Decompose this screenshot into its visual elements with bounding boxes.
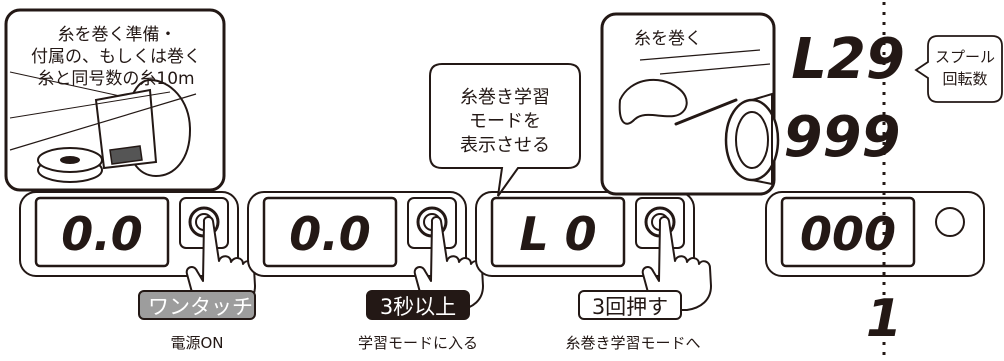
inset-wind-title: 糸を巻く <box>634 29 702 49</box>
inset-prepare-image <box>4 8 226 192</box>
inset-prepare-line-3: 糸と同号数の糸10m <box>37 69 195 89</box>
bottom-display: 1 <box>866 289 902 349</box>
spool-label-line-1: スプール <box>935 48 995 66</box>
step-4-device <box>765 191 985 277</box>
callout-mode-line-3: 表示させる <box>460 135 550 156</box>
callout-mode-line-2: モードを <box>469 111 541 132</box>
step-1-caption: 電源ON <box>170 334 224 352</box>
step-2-display: 0.0 <box>289 207 371 261</box>
spool-label-line-2: 回転数 <box>942 70 987 88</box>
top-display: L29 <box>791 27 905 92</box>
step-1-button-label: ワンタッチ <box>138 290 256 320</box>
callout-mode-bubble <box>429 63 581 197</box>
middle-display: 999 <box>784 105 901 170</box>
step-3-caption: 糸巻き学習モードへ <box>565 334 701 352</box>
step-2-caption: 学習モードに入る <box>357 334 478 352</box>
step-1-display: 0.0 <box>61 207 143 261</box>
step-3-display: L 0 <box>519 207 596 261</box>
step-3-hand-icon <box>641 216 712 311</box>
spool-label-bubble <box>914 35 1003 103</box>
step-2-button-label: 3秒以上 <box>366 290 470 320</box>
step-1-device <box>19 191 239 277</box>
inset-wind-image <box>600 12 780 196</box>
inset-prepare-line-1: 糸を巻く準備・ <box>57 25 177 45</box>
callout-mode-line-1: 糸巻き学習 <box>460 87 550 108</box>
step-4-device-button[interactable] <box>935 207 965 237</box>
inset-prepare-line-2: 付属の、もしくは巻く <box>31 47 201 67</box>
step-4-display: 000 <box>800 207 896 261</box>
step-2-device <box>247 191 467 277</box>
step-3-button-label: 3回押す <box>578 290 682 320</box>
